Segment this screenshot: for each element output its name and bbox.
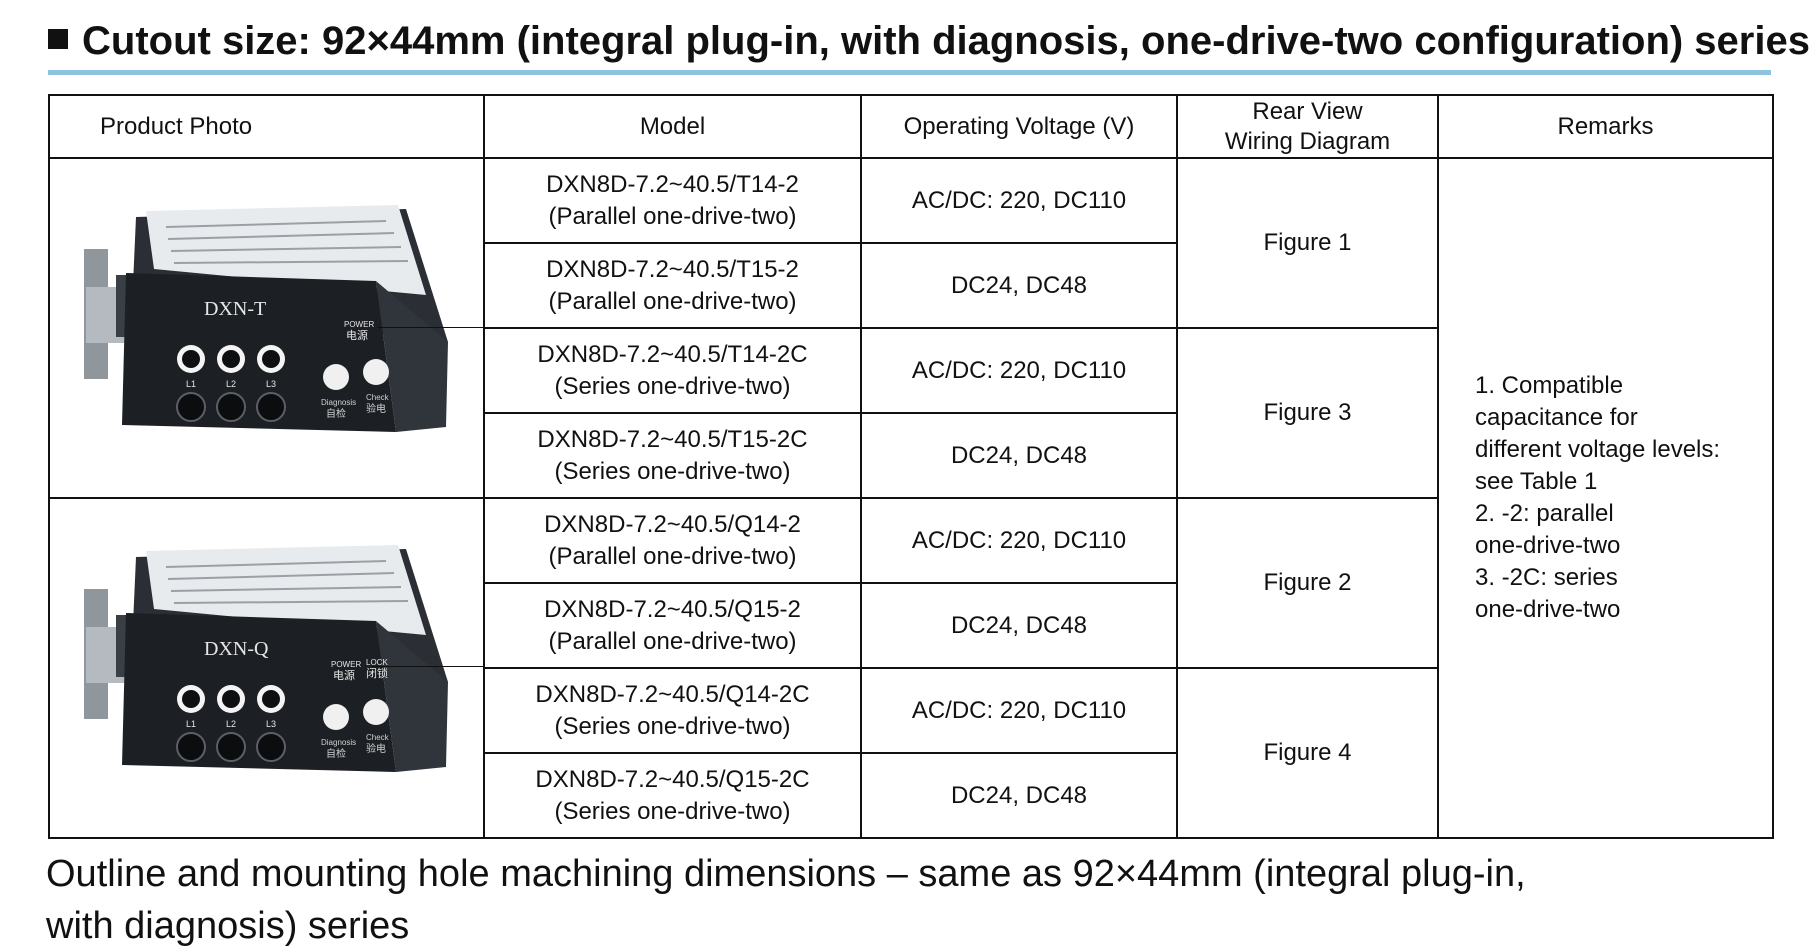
header-remarks: Remarks — [1437, 94, 1774, 159]
table-row: DXN-Q POWER 电源 LOCK 闭锁 L1 L2 L3 — [48, 497, 1773, 839]
heading-text: Cutout size: 92×44mm (integral plug-in, … — [82, 19, 1810, 63]
product-photo-dxn-t: DXN-T POWER 电源 L1 L2 L3 — [48, 157, 485, 499]
svg-text:自检: 自检 — [326, 407, 346, 420]
svg-text:L1: L1 — [186, 379, 196, 389]
footer-note: Outline and mounting hole machining dime… — [46, 848, 1786, 952]
model-cell: DXN8D-7.2~40.5/Q15-2(Parallel one-drive-… — [483, 582, 862, 669]
figure-cell: Figure 2 — [1176, 497, 1439, 669]
svg-text:自检: 自检 — [326, 747, 346, 760]
svg-text:Check: Check — [366, 733, 390, 742]
header-model: Model — [483, 94, 862, 159]
voltage-cell: AC/DC: 220, DC110 — [860, 327, 1178, 414]
photo-leader-line — [378, 327, 485, 328]
heading-underline — [48, 70, 1771, 75]
footer-line2: with diagnosis) series — [46, 905, 410, 947]
svg-text:L3: L3 — [266, 719, 276, 729]
header-rear-view-line2: Wiring Diagram — [1224, 127, 1391, 155]
diagnosis-button — [323, 364, 349, 390]
product-photo-dxn-q: DXN-Q POWER 电源 LOCK 闭锁 L1 L2 L3 — [48, 497, 485, 839]
device-model-name: DXN-T — [204, 298, 266, 320]
check-button — [363, 359, 389, 385]
model-cell: DXN8D-7.2~40.5/T15-2C(Series one-drive-t… — [483, 412, 862, 499]
spec-table: Product Photo Model Operating Voltage (V… — [48, 94, 1774, 839]
voltage-cell: DC24, DC48 — [860, 412, 1178, 499]
lamp-l3: L3 — [256, 685, 286, 762]
svg-text:验电: 验电 — [366, 742, 386, 755]
model-cell: DXN8D-7.2~40.5/T15-2(Parallel one-drive-… — [483, 242, 862, 329]
footer-line1: Outline and mounting hole machining dime… — [46, 853, 1526, 895]
voltage-cell: AC/DC: 220, DC110 — [860, 157, 1178, 244]
table-row: DXN8D-7.2~40.5/Q15-2(Parallel one-drive-… — [49, 582, 1773, 669]
svg-text:Diagnosis: Diagnosis — [321, 398, 356, 407]
svg-text:电源: 电源 — [333, 668, 355, 682]
check-button — [363, 699, 389, 725]
figure-cell: Figure 3 — [1176, 327, 1439, 499]
lamp-l1: L1 — [176, 685, 206, 762]
svg-text:验电: 验电 — [366, 402, 386, 415]
voltage-cell: DC24, DC48 — [860, 582, 1178, 669]
device-photo-dxn-q: DXN-Q POWER 电源 LOCK 闭锁 L1 L2 L3 — [84, 545, 448, 772]
table-row: DXN8D-7.2~40.5/T15-2(Parallel one-drive-… — [49, 242, 1773, 329]
model-cell: DXN8D-7.2~40.5/T14-2C(Series one-drive-t… — [483, 327, 862, 414]
header-product-photo: Product Photo — [48, 94, 485, 159]
table-row: DXN8D-7.2~40.5/T14-2C(Series one-drive-t… — [49, 327, 1773, 499]
lamp-l1: L1 — [176, 345, 206, 422]
table-row: DXN8D-7.2~40.5/Q14-2C(Series one-drive-t… — [49, 667, 1773, 839]
svg-text:L2: L2 — [226, 719, 236, 729]
svg-text:Check: Check — [366, 393, 390, 402]
header-operating-voltage: Operating Voltage (V) — [860, 94, 1178, 159]
lamp-l2: L2 — [216, 345, 246, 422]
svg-text:LOCK: LOCK — [366, 658, 388, 667]
device-model-name: DXN-Q — [204, 638, 269, 660]
voltage-cell: AC/DC: 220, DC110 — [860, 667, 1178, 754]
table-header-row: Product Photo Model Operating Voltage (V… — [48, 94, 1774, 159]
model-cell: DXN8D-7.2~40.5/Q14-2C(Series one-drive-t… — [483, 667, 862, 754]
model-cell: DXN8D-7.2~40.5/Q14-2(Parallel one-drive-… — [483, 497, 862, 584]
remarks-cell: 1. Compatible capacitance for different … — [1437, 157, 1774, 839]
voltage-cell: AC/DC: 220, DC110 — [860, 497, 1178, 584]
figure-cell: Figure 1 — [1176, 157, 1439, 329]
header-rear-view-line1: Rear View — [1252, 97, 1363, 125]
table-row: DXN8D-7.2~40.5/Q15-2C(Series one-drive-t… — [49, 752, 1773, 839]
heading-square-bullet — [48, 29, 68, 50]
svg-text:L1: L1 — [186, 719, 196, 729]
lamp-l3: L3 — [256, 345, 286, 422]
table-row: DXN8D-7.2~40.5/T15-2C(Series one-drive-t… — [49, 412, 1773, 499]
lamp-l2: L2 — [216, 685, 246, 762]
figure-cell: Figure 4 — [1176, 667, 1439, 839]
voltage-cell: DC24, DC48 — [860, 752, 1178, 839]
model-cell: DXN8D-7.2~40.5/T14-2(Parallel one-drive-… — [483, 157, 862, 244]
svg-text:Diagnosis: Diagnosis — [321, 738, 356, 747]
svg-text:POWER: POWER — [344, 320, 374, 329]
voltage-cell: DC24, DC48 — [860, 242, 1178, 329]
svg-text:L3: L3 — [266, 379, 276, 389]
svg-text:电源: 电源 — [346, 328, 368, 342]
page-heading: Cutout size: 92×44mm (integral plug-in, … — [48, 14, 1810, 68]
model-cell: DXN8D-7.2~40.5/Q15-2C(Series one-drive-t… — [483, 752, 862, 839]
svg-text:L2: L2 — [226, 379, 236, 389]
diagnosis-button — [323, 704, 349, 730]
photo-leader-line — [372, 666, 485, 667]
table-row: DXN-T POWER 电源 L1 L2 L3 — [48, 157, 1774, 839]
svg-text:闭锁: 闭锁 — [366, 666, 388, 680]
device-photo-dxn-t: DXN-T POWER 电源 L1 L2 L3 — [84, 205, 448, 432]
svg-text:POWER: POWER — [331, 660, 361, 669]
